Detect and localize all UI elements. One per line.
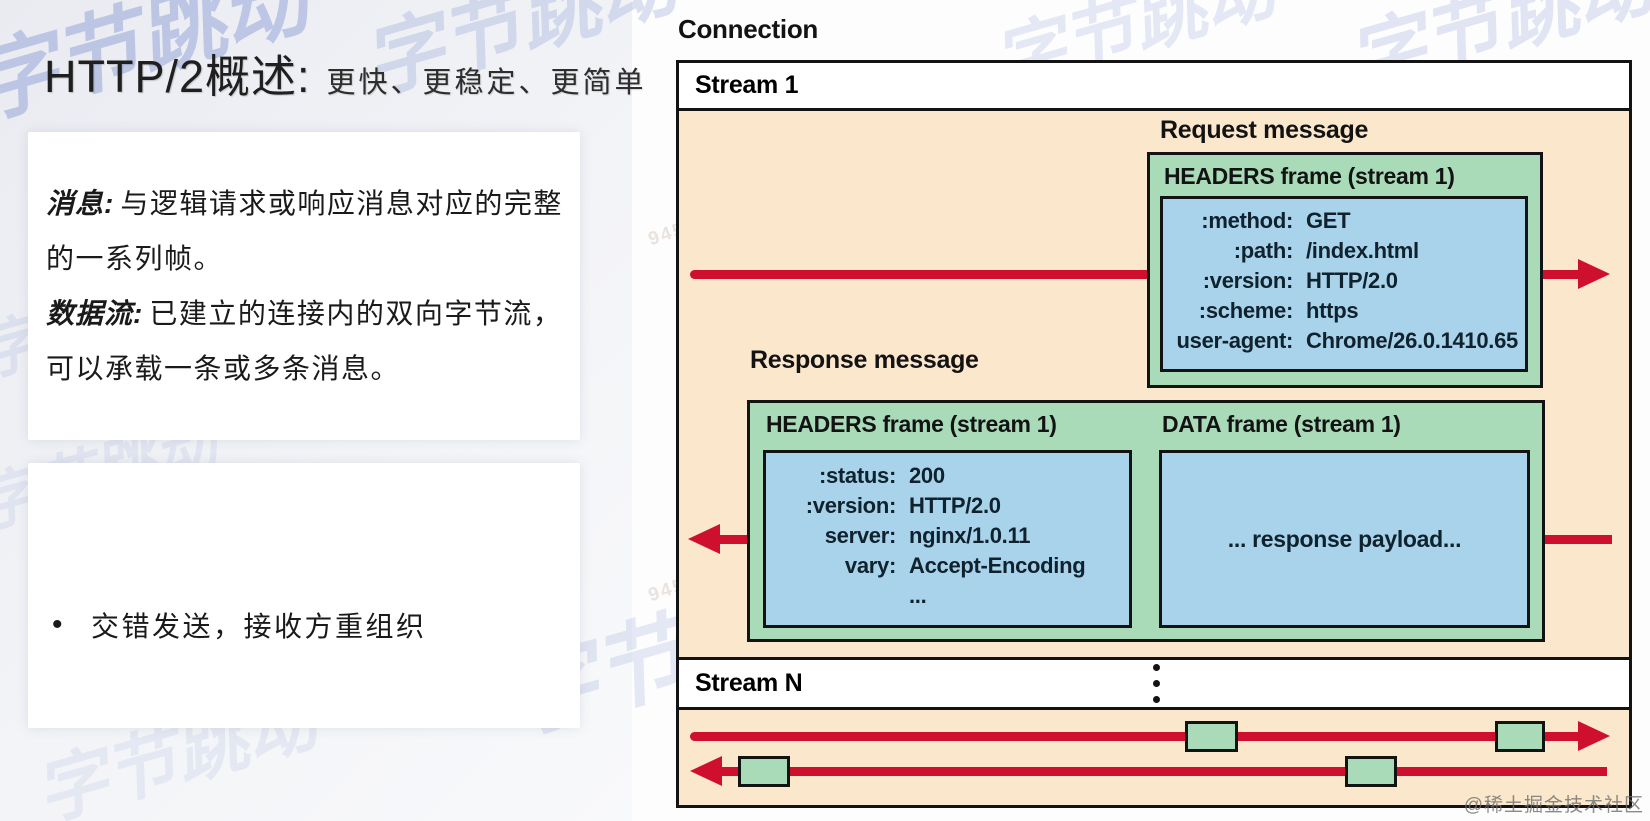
bullet-card: • 交错发送，接收方重组织 xyxy=(28,463,580,728)
header-value: /index.html xyxy=(1306,238,1419,263)
header-key: :status: xyxy=(818,463,896,488)
header-key: :version: xyxy=(805,493,897,518)
definition-text: 与逻辑请求或响应消息对应的完整的一系列帧。 xyxy=(46,188,563,274)
request-headers-frame: HEADERS frame (stream 1) :method: GET :pa… xyxy=(1147,152,1543,388)
header-row: :path: /index.html xyxy=(1163,236,1525,266)
header-row: vary: Accept-Encoding xyxy=(766,551,1129,581)
header-value: HTTP/2.0 xyxy=(1306,268,1398,293)
page-title: HTTP/2概述: 更快、更稳定、更简单 xyxy=(44,40,647,105)
header-value: nginx/1.0.11 xyxy=(909,523,1031,548)
ellipsis-vertical-icon xyxy=(1153,664,1161,712)
multiplex-arrowhead-right-icon xyxy=(1578,721,1610,751)
definition-stream: 数据流:已建立的连接内的双向字节流，可以承载一条或多条消息。 xyxy=(46,286,564,396)
header-value: 200 xyxy=(909,463,945,488)
response-payload-text: ... response payload... xyxy=(1227,525,1462,552)
header-row: :version: HTTP/2.0 xyxy=(766,491,1129,521)
response-data-payload-box: ... response payload... xyxy=(1159,450,1530,628)
multiplex-arrow-line-left xyxy=(722,767,1607,776)
bullet-item: • 交错发送，接收方重组织 xyxy=(52,605,580,645)
connection-label: Connection xyxy=(678,14,818,44)
frame-block xyxy=(1345,756,1397,787)
request-arrowhead-right-icon xyxy=(1578,259,1610,289)
header-key xyxy=(766,581,896,611)
multiplex-arrowhead-left-icon xyxy=(690,756,722,786)
title-main: HTTP/2概述: xyxy=(44,51,311,102)
header-value: ... xyxy=(909,583,927,608)
request-headers-frame-title: HEADERS frame (stream 1) xyxy=(1164,163,1455,189)
response-message-label: Response message xyxy=(750,346,979,374)
title-subtitle: 更快、更稳定、更简单 xyxy=(326,67,647,99)
header-row: :scheme: https xyxy=(1163,296,1525,326)
frame-block xyxy=(1495,721,1545,752)
connection-box: Stream 1 Request message HEADERS frame (… xyxy=(676,60,1632,808)
request-message-label: Request message xyxy=(1160,116,1369,144)
header-key: vary: xyxy=(844,553,896,578)
header-key: :path: xyxy=(1233,238,1294,263)
header-key: server: xyxy=(824,523,897,548)
frame-block xyxy=(1185,721,1238,752)
header-row: :status: 200 xyxy=(766,461,1129,491)
header-row: user-agent: Chrome/26.0.1410.65 xyxy=(1163,326,1525,356)
stream1-label: Stream 1 xyxy=(695,71,799,99)
stream1-row: Stream 1 xyxy=(679,63,1629,111)
header-key: user-agent: xyxy=(1176,328,1294,353)
header-row: ... xyxy=(766,581,1129,611)
multiplex-arrow-line-right xyxy=(690,732,1580,741)
bullet-text: 交错发送，接收方重组织 xyxy=(91,611,427,642)
header-value: HTTP/2.0 xyxy=(909,493,1001,518)
attribution-watermark: @稀土掘金技术社区 xyxy=(1463,795,1644,816)
definition-term: 数据流: xyxy=(46,298,144,329)
header-value: https xyxy=(1306,298,1359,323)
header-row: server: nginx/1.0.11 xyxy=(766,521,1129,551)
definition-message: 消息:与逻辑请求或响应消息对应的完整的一系列帧。 xyxy=(46,176,564,286)
header-row: :method: GET xyxy=(1163,206,1525,236)
bullet-glyph: • xyxy=(52,608,66,641)
header-key: :method: xyxy=(1201,208,1293,233)
response-frame: HEADERS frame (stream 1) DATA frame (str… xyxy=(747,400,1545,642)
header-value: GET xyxy=(1306,208,1351,233)
header-value: Chrome/26.0.1410.65 xyxy=(1306,328,1518,353)
header-row: :version: HTTP/2.0 xyxy=(1163,266,1525,296)
request-arrow-line xyxy=(690,270,1580,279)
response-headers-table: :status: 200 :version: HTTP/2.0 server: ngi… xyxy=(763,450,1132,628)
definitions-card: 消息:与逻辑请求或响应消息对应的完整的一系列帧。 数据流:已建立的连接内的双向字… xyxy=(28,132,580,440)
header-value: Accept-Encoding xyxy=(909,553,1086,578)
request-headers-table: :method: GET :path: /index.html :version: H… xyxy=(1160,196,1528,372)
header-key: :scheme: xyxy=(1198,298,1294,323)
frame-block xyxy=(738,756,790,787)
header-key: :version: xyxy=(1202,268,1294,293)
response-arrowhead-left-icon xyxy=(688,524,720,554)
definition-text: 已建立的连接内的双向字节流，可以承载一条或多条消息。 xyxy=(46,298,563,384)
streamN-label: Stream N xyxy=(695,669,803,697)
definition-term: 消息: xyxy=(46,188,115,219)
response-headers-frame-title: HEADERS frame (stream 1) xyxy=(766,411,1057,437)
response-data-frame-title: DATA frame (stream 1) xyxy=(1162,411,1401,437)
